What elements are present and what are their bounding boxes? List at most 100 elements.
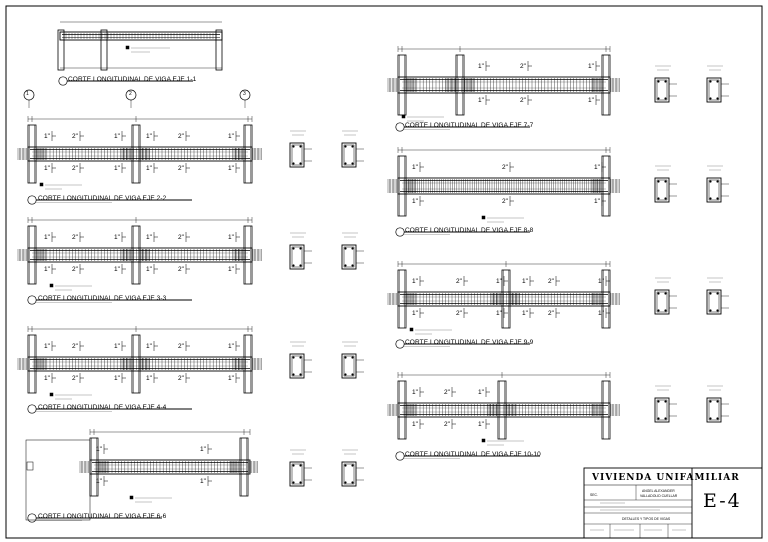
section-outline — [706, 289, 722, 315]
dense-stirrups — [121, 358, 131, 370]
dense-stirrups — [229, 461, 239, 473]
column — [243, 334, 253, 394]
dense-stirrups — [79, 461, 89, 473]
rebar-mark: 1" — [228, 266, 235, 273]
column — [27, 334, 37, 394]
section-outline — [289, 142, 305, 168]
section-bar — [657, 309, 660, 312]
note-bullet — [401, 114, 406, 119]
dense-stirrups — [36, 249, 46, 261]
rebar-mark: 1" — [146, 266, 153, 273]
section-bar — [351, 356, 354, 359]
section-bar — [344, 481, 347, 484]
rebar-mark: 2" — [178, 343, 185, 350]
section-bar — [344, 373, 347, 376]
rebar-mark: 2" — [548, 310, 555, 317]
dense-stirrups — [445, 78, 455, 92]
rebar-mark: 2" — [178, 165, 185, 172]
dense-stirrups — [387, 78, 397, 92]
column — [455, 54, 465, 116]
rebar-mark: 1" — [44, 266, 51, 273]
sections-7-7 — [654, 65, 729, 103]
column — [397, 54, 407, 116]
rebar-mark: 2" — [456, 278, 463, 285]
stirrups — [403, 404, 603, 416]
stirrups — [403, 293, 603, 305]
note-bullet — [39, 182, 44, 187]
sections-8-8 — [654, 165, 729, 203]
dense-stirrups — [406, 404, 416, 416]
rebar-mark: 2" — [72, 165, 79, 172]
stirrups — [403, 78, 603, 92]
rebar-mark: 2" — [444, 421, 451, 428]
column — [131, 124, 141, 184]
dense-stirrups — [610, 404, 620, 416]
rebar-mark: 1" — [478, 389, 485, 396]
dense-stirrups — [140, 148, 150, 160]
rebar-mark: 2" — [548, 278, 555, 285]
stirrups — [33, 358, 246, 370]
dense-stirrups — [233, 358, 243, 370]
note-bullet — [49, 392, 54, 397]
section-bar — [657, 97, 660, 100]
section-bar — [664, 400, 667, 403]
dense-stirrups — [248, 461, 258, 473]
section-bar — [657, 197, 660, 200]
beam-title-2-2: CORTE LONGITUDINAL DE VIGA EJE 2-2 — [38, 195, 167, 202]
beam-title-4-4: CORTE LONGITUDINAL DE VIGA EJE 4-4 — [38, 404, 167, 411]
rebar-mark: 2" — [178, 266, 185, 273]
section-bar — [709, 80, 712, 83]
section-stirrup — [343, 144, 355, 166]
dense-stirrups — [252, 148, 262, 160]
section-outline — [289, 461, 305, 487]
section-bar — [299, 145, 302, 148]
section-bar — [351, 247, 354, 250]
section-bar — [657, 400, 660, 403]
owner-name-line-2: VALLADOLID CUELLAR — [640, 494, 678, 498]
dense-stirrups — [491, 293, 501, 305]
rebar-mark: 1" — [114, 133, 121, 140]
section-stirrup — [656, 291, 668, 313]
dense-stirrups — [610, 78, 620, 92]
dense-stirrups — [406, 78, 416, 92]
rebar-mark: 1" — [200, 446, 207, 453]
section-bar — [292, 464, 295, 467]
title-circle — [27, 295, 37, 305]
column — [131, 334, 141, 394]
rebar-mark: 1" — [114, 343, 121, 350]
rebar-mark: 2" — [72, 375, 79, 382]
section-bar — [716, 400, 719, 403]
column — [601, 380, 611, 440]
section-outline — [706, 77, 722, 103]
dense-stirrups — [252, 249, 262, 261]
dense-stirrups — [506, 404, 516, 416]
column — [501, 269, 511, 329]
dense-stirrups — [610, 293, 620, 305]
dense-stirrups — [510, 293, 520, 305]
section-bar — [716, 180, 719, 183]
rebar-mark: 1" — [478, 97, 485, 104]
owner-caption: SEC. — [590, 493, 598, 497]
dense-stirrups — [233, 148, 243, 160]
section-bar — [292, 373, 295, 376]
column — [397, 269, 407, 329]
section-bar — [299, 464, 302, 467]
stirrups — [33, 148, 246, 160]
rebar-mark: 1" — [146, 133, 153, 140]
section-outline — [654, 77, 670, 103]
sections-9-9 — [654, 277, 729, 315]
column — [397, 380, 407, 440]
rebar-mark: 2" — [178, 133, 185, 140]
rebar-mark: 1" — [594, 198, 601, 205]
section-bar — [716, 309, 719, 312]
beam-4-4: 1"2"1"1"2"1"1"2"1"1"2"1" — [17, 326, 262, 414]
beam-title-8-8: CORTE LONGITUDINAL DE VIGA EJE 8-8 — [405, 227, 534, 234]
section-bar — [344, 464, 347, 467]
section-bar — [299, 356, 302, 359]
section-stirrup — [708, 291, 720, 313]
stirrups — [403, 179, 603, 193]
section-outline — [341, 142, 357, 168]
section-bar — [664, 197, 667, 200]
rebar-mark: 1" — [228, 375, 235, 382]
beam-title-9-9: CORTE LONGITUDINAL DE VIGA EJE 9-9 — [405, 339, 534, 346]
